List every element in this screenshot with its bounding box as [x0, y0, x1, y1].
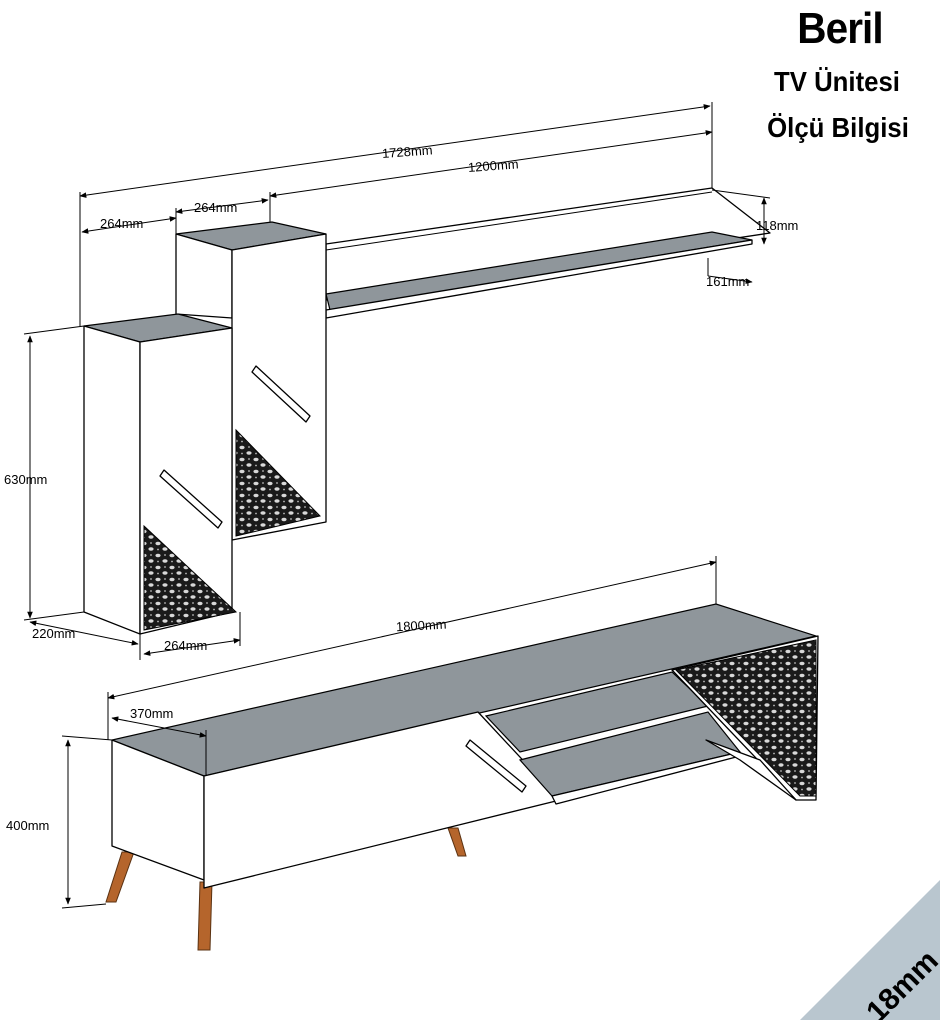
dimension-labels: 1728mm 1200mm 264mm 264mm 118mm 161mm 63… — [4, 142, 798, 833]
wall-cabinet-left — [83, 313, 238, 635]
label-tv-unit-height: 400mm — [6, 818, 49, 833]
wall-shelf — [325, 187, 771, 319]
title-product-name: Beril — [797, 4, 883, 53]
tv-unit — [105, 603, 819, 951]
label-wall-cabinet-front: 264mm — [164, 638, 207, 653]
label-wall-cabinet-depth: 220mm — [32, 626, 75, 641]
label-shelf-depth: 161mm — [706, 274, 749, 289]
label-tv-unit-depth: 370mm — [130, 706, 173, 721]
label-cabinet-left-width: 264mm — [100, 216, 143, 231]
label-shelf-height: 118mm — [756, 218, 798, 233]
label-total-width: 1728mm — [382, 142, 434, 160]
label-shelf-width: 1200mm — [468, 156, 520, 174]
label-wall-cabinet-height: 630mm — [4, 472, 47, 487]
label-cabinet-right-width: 264mm — [194, 200, 237, 215]
label-tv-unit-width: 1800mm — [396, 617, 447, 635]
title-product-type: TV Ünitesi — [774, 66, 900, 97]
dimension-lines — [23, 102, 771, 909]
thickness-badge: 18mm — [800, 880, 940, 1025]
wall-cabinet-right — [175, 221, 327, 541]
title-subtitle: Ölçü Bilgisi — [767, 112, 909, 143]
